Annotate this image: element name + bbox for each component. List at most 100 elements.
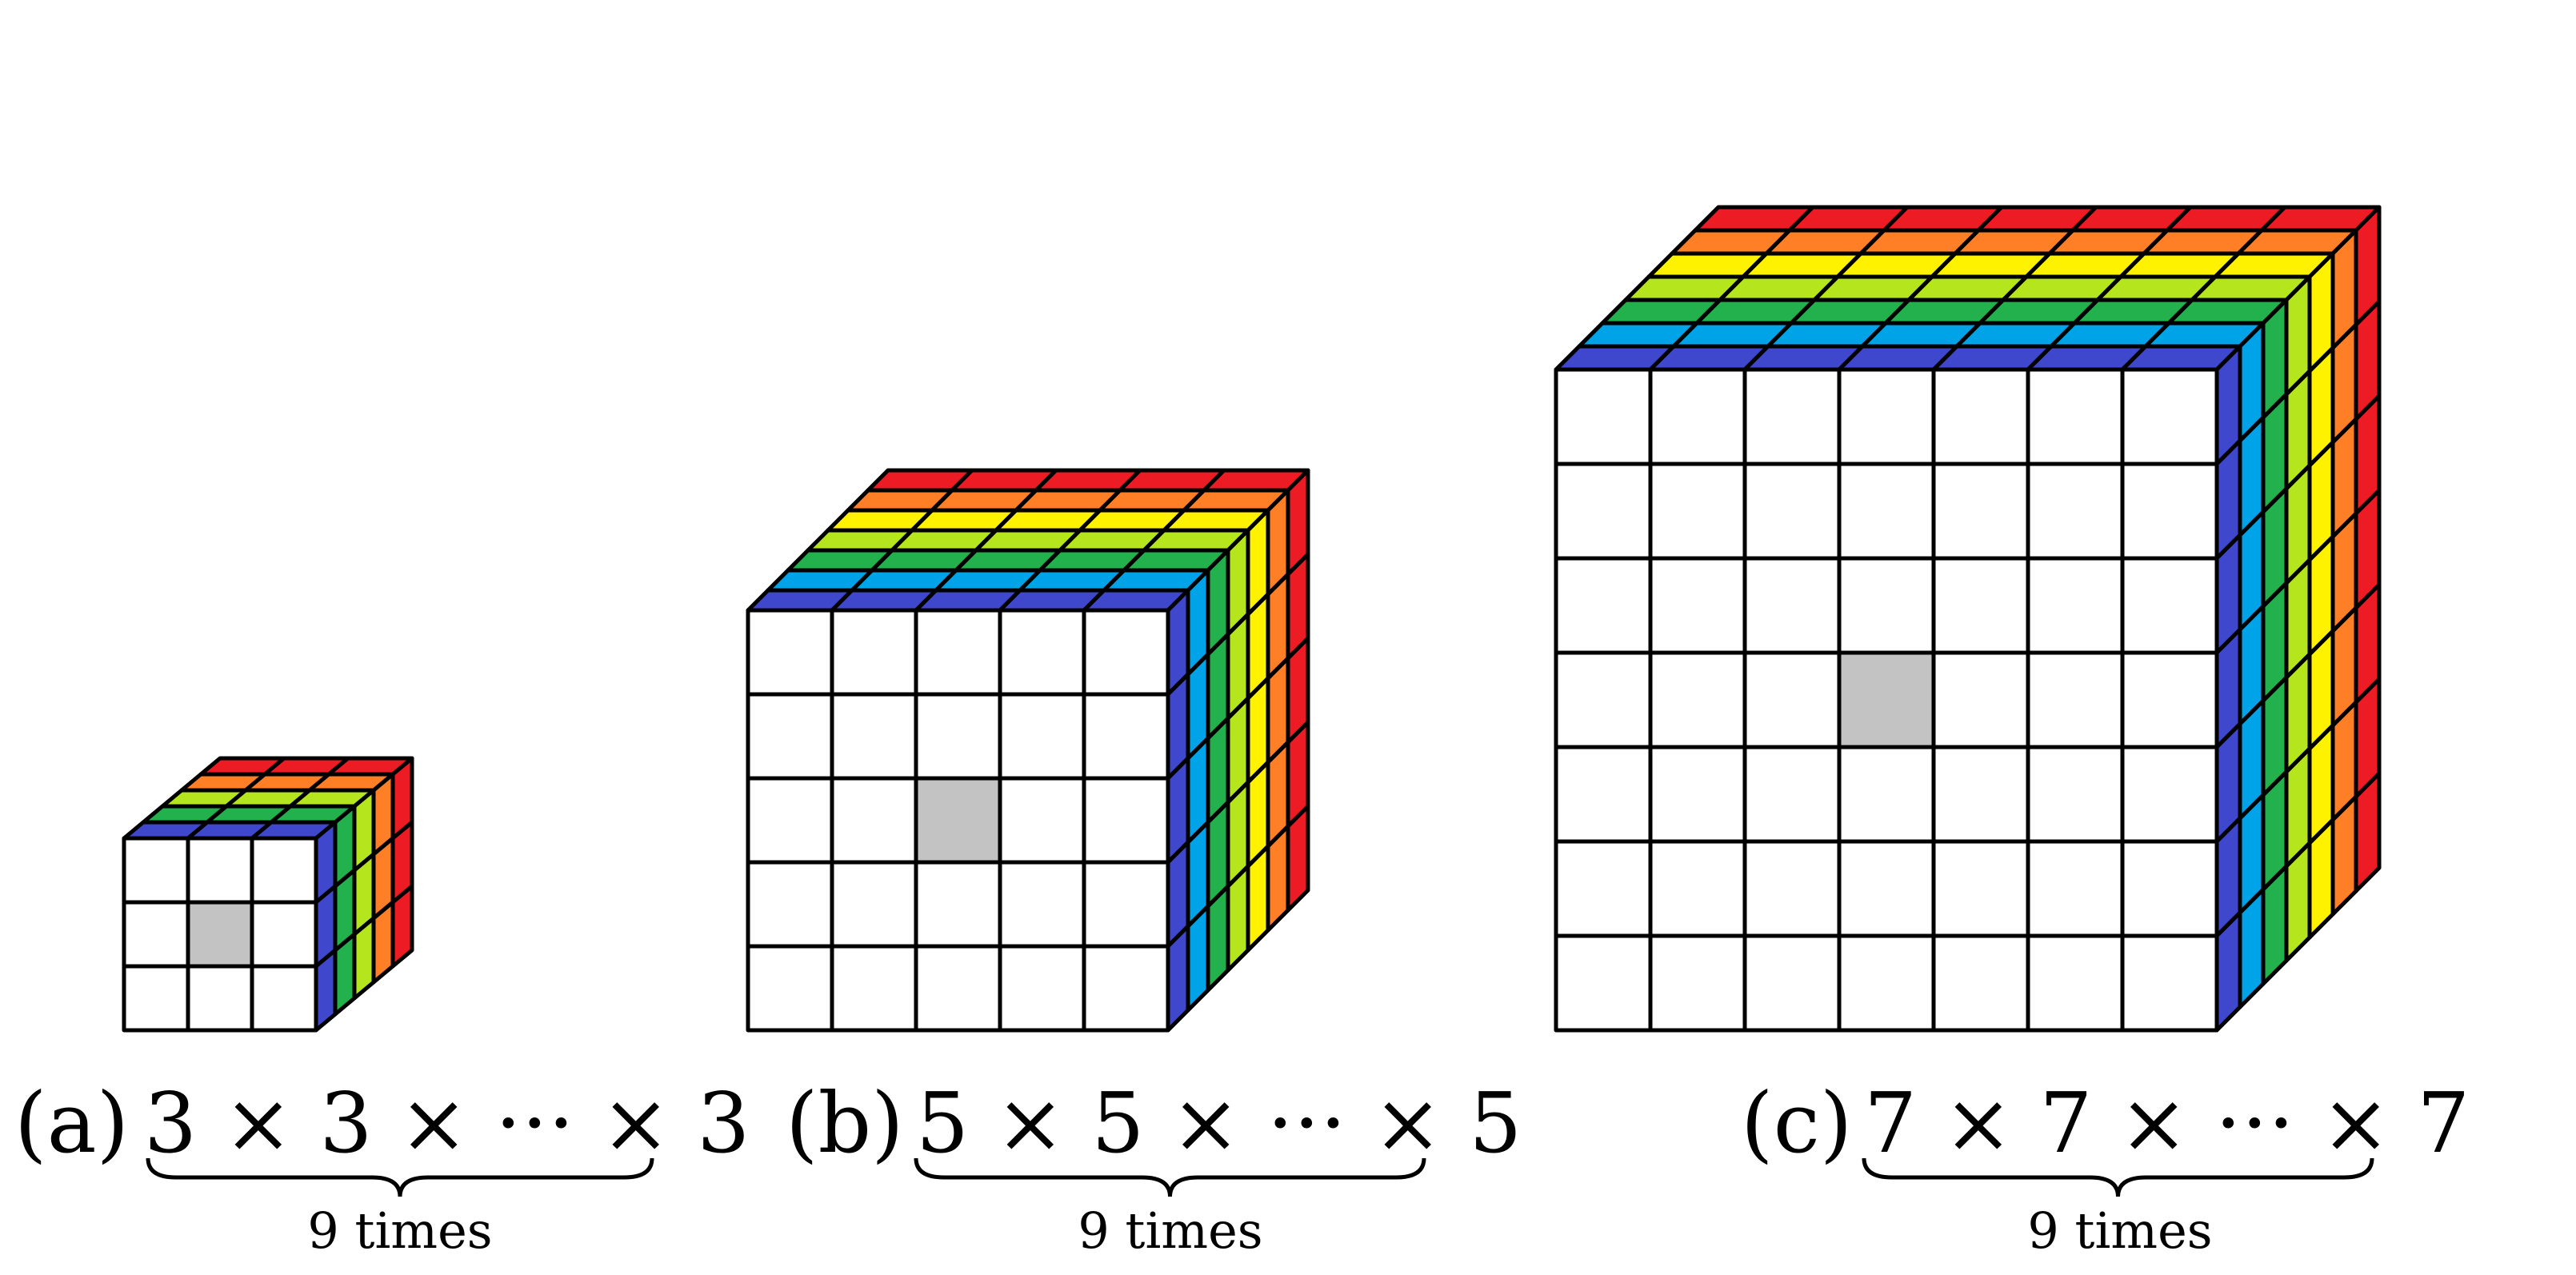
front-cell	[1082, 944, 1170, 1033]
side-cell-layer-6	[1286, 804, 1310, 913]
front-cell	[1931, 462, 2030, 561]
front-cell	[2026, 745, 2125, 844]
side-cell-layer-0	[1166, 924, 1190, 1033]
front-cell	[1554, 556, 1653, 655]
side-cell-layer-2	[2261, 864, 2289, 986]
front-cell	[186, 836, 254, 905]
front-cell	[250, 836, 318, 905]
side-cell-layer-3	[371, 900, 395, 985]
front-cell	[1648, 650, 1747, 749]
side-cell-layer-3	[1226, 864, 1250, 973]
front-cell	[830, 860, 918, 949]
front-cell	[830, 944, 918, 1033]
front-cell	[1648, 933, 1747, 1033]
side-cell-layer-6	[2354, 771, 2382, 893]
side-cell-layer-1	[333, 932, 357, 1017]
front-cell	[122, 836, 190, 905]
front-cell	[914, 608, 1002, 697]
front-cell	[1554, 650, 1653, 749]
center-cell	[186, 900, 254, 969]
front-cell	[2120, 462, 2219, 561]
side-cell-layer-3	[2284, 841, 2312, 963]
front-cell	[746, 608, 834, 697]
front-cell	[1742, 839, 1842, 938]
front-cell	[2120, 367, 2219, 466]
front-cell	[1837, 745, 1936, 844]
front-cell	[1931, 367, 2030, 466]
side-cell-layer-0	[2214, 910, 2242, 1033]
front-cell	[1648, 367, 1747, 466]
front-cell	[1931, 556, 2030, 655]
panel-a-label: (a)	[14, 1074, 129, 1172]
front-cell	[2120, 556, 2219, 655]
front-cell	[746, 860, 834, 949]
front-cell	[1931, 745, 2030, 844]
side-cell-layer-0	[314, 948, 338, 1033]
front-cell	[1648, 839, 1747, 938]
front-cell	[998, 860, 1086, 949]
front-cell	[746, 776, 834, 865]
front-cell	[998, 944, 1086, 1033]
front-cell	[2026, 462, 2125, 561]
front-cell	[1082, 776, 1170, 865]
front-cell	[2120, 745, 2219, 844]
front-cell	[1837, 839, 1936, 938]
front-cell	[830, 776, 918, 865]
front-cell	[2120, 839, 2219, 938]
panel-b-times-note: 9 times	[1078, 1201, 1262, 1260]
front-cell	[250, 964, 318, 1033]
side-cell-layer-2	[1206, 884, 1230, 993]
front-cell	[914, 860, 1002, 949]
side-cell-layer-4	[1246, 844, 1270, 953]
front-cell	[1837, 462, 1936, 561]
front-cell	[1742, 745, 1842, 844]
front-cell	[1742, 650, 1842, 749]
front-cell	[746, 692, 834, 781]
side-cell-layer-1	[2238, 887, 2266, 1009]
front-cell	[1554, 745, 1653, 844]
panel-b-cube-5x5: (b) 5 × 5 × ··· × 5 9 times	[746, 468, 1522, 1260]
front-cell	[1742, 367, 1842, 466]
panel-b-underbrace	[914, 1157, 1426, 1197]
front-cell	[2026, 556, 2125, 655]
front-cell	[1742, 933, 1842, 1033]
front-cell	[1554, 462, 1653, 561]
front-cell	[1082, 860, 1170, 949]
front-cell	[122, 964, 190, 1033]
side-cell-layer-5	[1266, 824, 1290, 933]
center-cell	[1837, 650, 1936, 749]
front-cell	[2026, 933, 2125, 1033]
panel-a-expression: 3 × 3 × ··· × 3	[144, 1074, 750, 1172]
panel-c-label: (c)	[1741, 1074, 1852, 1172]
front-cell	[1837, 933, 1936, 1033]
front-cell	[1931, 933, 2030, 1033]
panel-a-times-note: 9 times	[307, 1201, 492, 1260]
front-cell	[998, 608, 1086, 697]
front-cell	[2120, 650, 2219, 749]
front-cell	[122, 900, 190, 969]
front-cell	[830, 608, 918, 697]
front-cell	[1742, 556, 1842, 655]
front-cell	[250, 900, 318, 969]
front-cell	[1554, 839, 1653, 938]
panel-b-label: (b)	[786, 1074, 904, 1172]
front-cell	[2120, 933, 2219, 1033]
panel-b-expression: 5 × 5 × ··· × 5	[916, 1074, 1522, 1172]
front-cell	[1931, 650, 2030, 749]
side-cell-layer-4	[2307, 817, 2335, 940]
front-cell	[746, 944, 834, 1033]
panel-c-times-note: 9 times	[2027, 1201, 2212, 1260]
side-cell-layer-4	[390, 884, 414, 969]
front-cell	[1742, 462, 1842, 561]
front-cell	[998, 692, 1086, 781]
side-cell-layer-2	[352, 916, 376, 1001]
front-cell	[1648, 462, 1747, 561]
side-cell-layer-5	[2330, 794, 2358, 917]
front-cell	[1554, 367, 1653, 466]
front-cell	[1082, 692, 1170, 781]
front-cell	[1648, 745, 1747, 844]
panel-c-underbrace	[1862, 1157, 2374, 1197]
side-cell-layer-1	[1186, 904, 1210, 1013]
front-cell	[1554, 933, 1653, 1033]
front-cell	[2026, 367, 2125, 466]
